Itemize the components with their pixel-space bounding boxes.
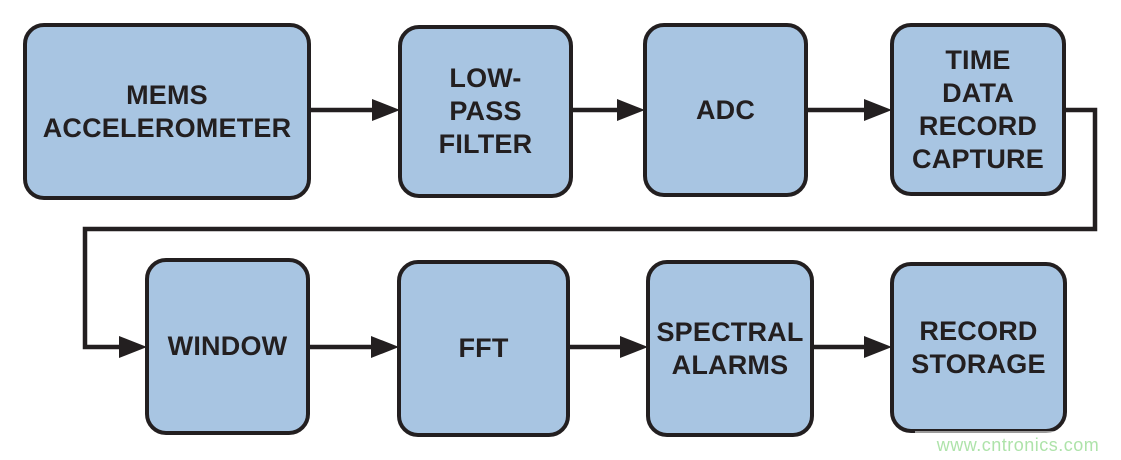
arrow-fft-to-spectral-alarms bbox=[568, 336, 648, 358]
arrow-mems-to-low-pass-filter bbox=[308, 99, 400, 121]
arrow-low-pass-filter-to-adc bbox=[571, 99, 645, 121]
arrow-time-data-record-capture-to-window bbox=[82, 107, 1098, 358]
arrow-adc-to-time-data-record-capture bbox=[805, 99, 892, 121]
node-mems-accelerometer: MEMS ACCELEROMETER bbox=[23, 23, 311, 200]
node-record-storage: RECORD STORAGE bbox=[890, 262, 1067, 433]
node-fft: FFT bbox=[397, 260, 570, 437]
node-window: WINDOW bbox=[145, 258, 310, 435]
watermark: www.cntronics.com bbox=[915, 431, 1121, 460]
node-spectral-alarms: SPECTRAL ALARMS bbox=[646, 260, 814, 437]
arrow-spectral-alarms-to-record-storage bbox=[812, 336, 892, 358]
node-low-pass-filter: LOW- PASS FILTER bbox=[398, 25, 573, 198]
node-adc: ADC bbox=[643, 23, 808, 197]
arrow-window-to-fft bbox=[308, 336, 399, 358]
node-time-data-record-capture: TIME DATA RECORD CAPTURE bbox=[890, 23, 1066, 196]
